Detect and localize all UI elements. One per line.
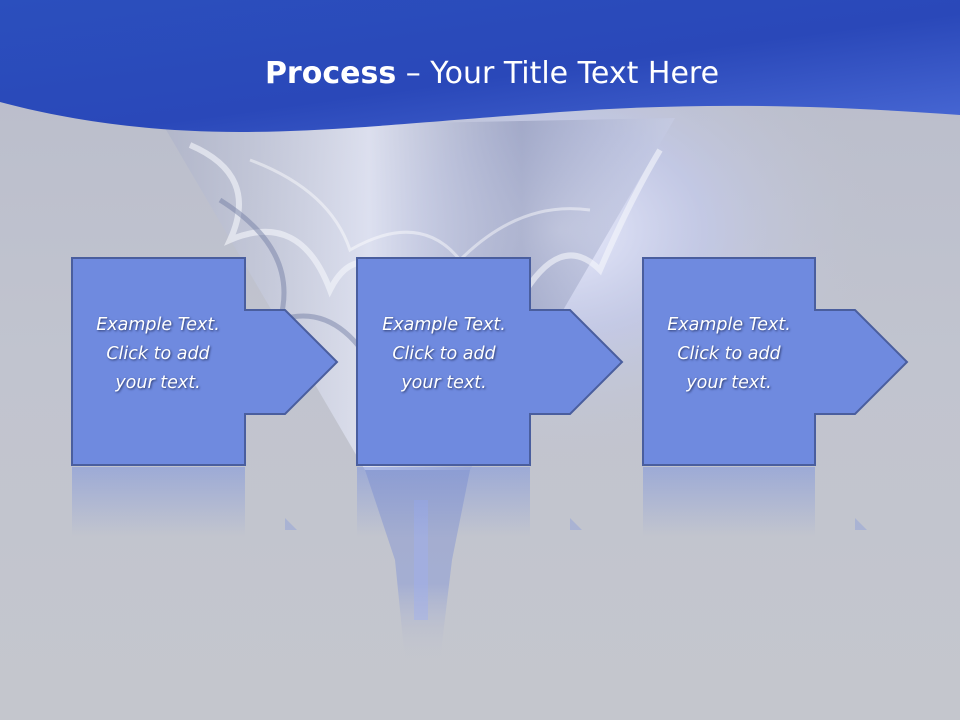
process-step-3-shape[interactable]	[642, 257, 909, 466]
step-text-line: your text.	[115, 373, 201, 393]
step-text-line: Click to add	[677, 344, 781, 364]
title-bold-text: Process	[264, 56, 397, 91]
process-step-1-shape[interactable]	[71, 257, 339, 466]
process-step-2-text[interactable]: Example Text. Click to add your text.	[357, 311, 531, 398]
process-step-reflections	[72, 467, 867, 537]
step-text-line: Example Text.	[96, 315, 220, 335]
process-step-3-text[interactable]: Example Text. Click to add your text.	[642, 311, 816, 398]
step-text-line: Click to add	[392, 344, 496, 364]
header-banner	[0, 0, 960, 132]
process-step-2-shape[interactable]	[356, 257, 624, 466]
step-text-line: Example Text.	[667, 315, 791, 335]
step-text-line: Click to add	[106, 344, 210, 364]
step-text-line: your text.	[686, 373, 772, 393]
step-text-line: Example Text.	[382, 315, 506, 335]
title-rest-text: – Your Title Text Here	[405, 56, 720, 91]
process-steps	[71, 257, 909, 466]
step-text-line: your text.	[401, 373, 487, 393]
process-step-1-text[interactable]: Example Text. Click to add your text.	[71, 311, 245, 398]
slide-title[interactable]: Process – Your Title Text Here	[0, 54, 960, 94]
